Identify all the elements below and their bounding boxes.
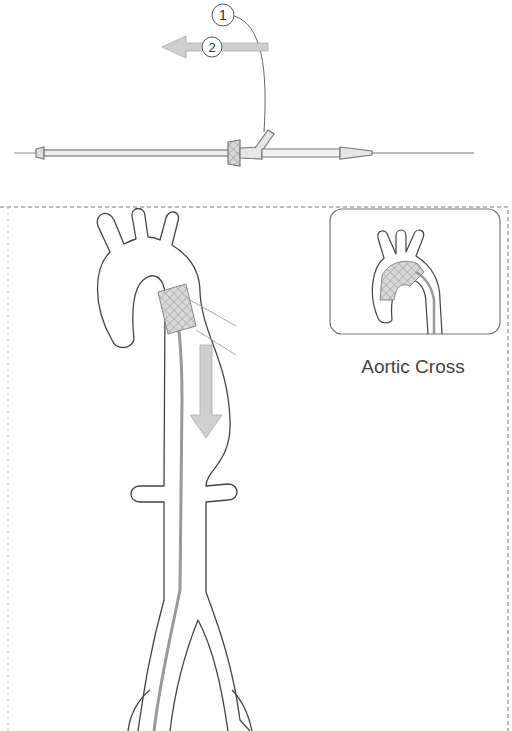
frame: [0, 207, 508, 731]
callout-number: 1: [219, 8, 227, 22]
leader-line: [190, 300, 236, 326]
inset-caption: Aortic Cross: [361, 357, 464, 376]
direction-arrow: [162, 36, 268, 58]
stent-graft: [380, 261, 424, 300]
callout-circle: [212, 4, 234, 26]
callout-circle: [202, 37, 222, 57]
inset-frame: [330, 209, 500, 334]
catheter: [154, 292, 182, 731]
callout-number: 2: [208, 41, 215, 54]
frame: [8, 207, 9, 731]
inset-aorta: [372, 230, 442, 334]
aorta: [97, 209, 252, 731]
stent-graft: [158, 284, 196, 334]
leader-line: [234, 16, 265, 132]
delivery-device: [14, 130, 474, 166]
direction-arrow: [190, 345, 222, 438]
catheter: [416, 272, 434, 334]
